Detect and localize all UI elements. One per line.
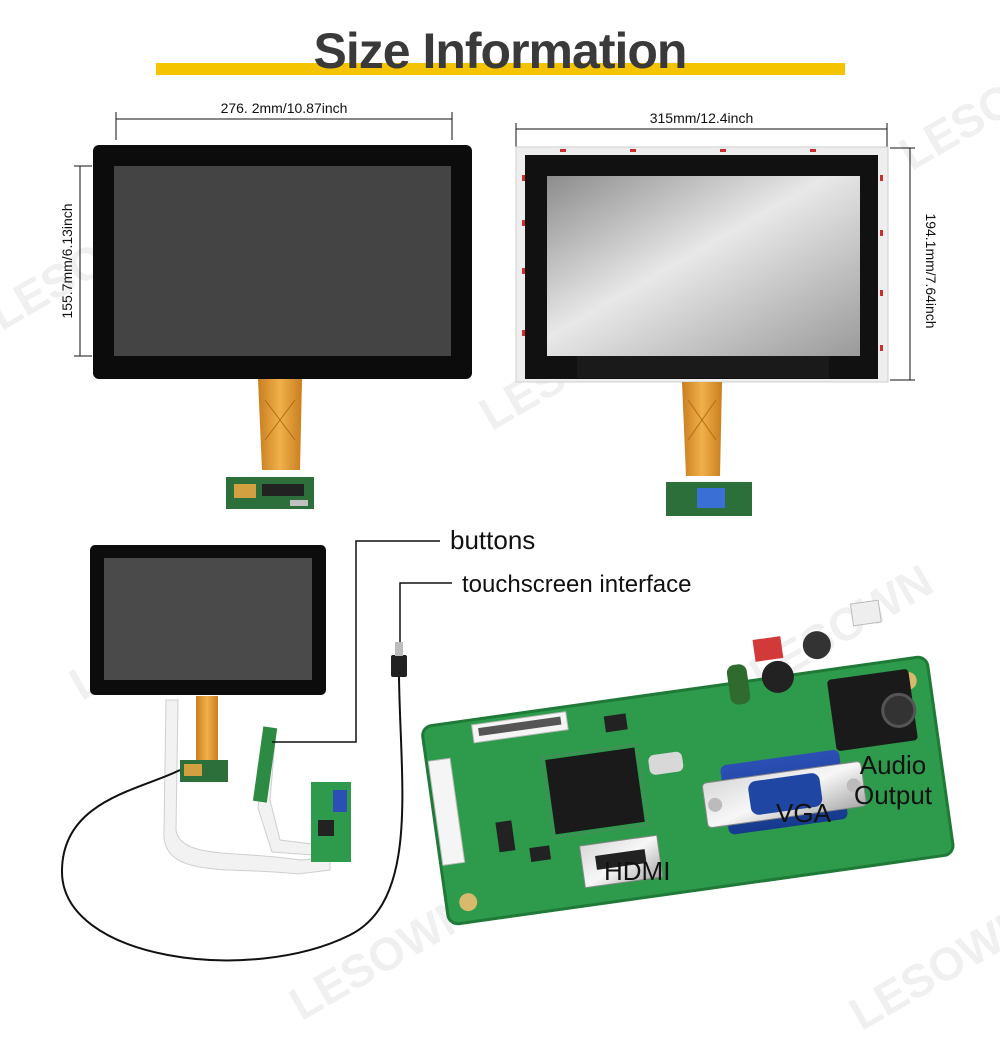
front-panel [74,112,472,509]
vga-label: VGA [776,798,831,828]
product-illustration [60,112,955,962]
audio-label-line1: Audio [859,750,927,780]
driver-board [421,599,955,926]
back-width-label: 315mm/12.4inch [649,110,754,126]
front-width-label: 276. 2mm/10.87inch [220,100,348,116]
buttons-label: buttons [450,525,536,555]
front-height-label: 155.7mm/6.13inch [59,203,75,319]
kit-overview [60,540,452,962]
title-underline [156,63,845,75]
audio-label-line2: Output [853,780,933,810]
touchscreen-interface-label: touchscreen interface [462,571,692,598]
back-height-label: 194.1mm/7.64inch [923,213,939,329]
audio-output-label: Audio Output [848,750,938,810]
hdmi-label: HDMI [604,856,671,886]
page-title: Size Information [313,23,688,79]
back-panel [515,123,915,516]
